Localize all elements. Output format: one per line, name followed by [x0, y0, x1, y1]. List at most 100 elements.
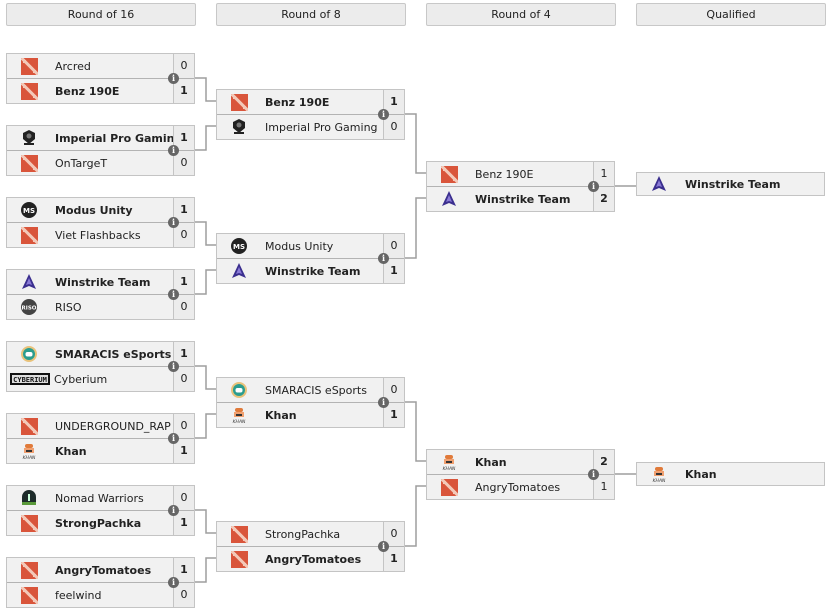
riso-icon: RISO — [17, 297, 41, 317]
dota-icon — [17, 416, 41, 436]
match-info-icon[interactable]: i — [588, 469, 599, 480]
team-score: 0 — [173, 486, 194, 510]
bracket-connector-line — [405, 485, 426, 547]
team-name: Nomad Warriors — [55, 491, 144, 505]
svg-text:CYBERIUM: CYBERIUM — [13, 376, 47, 384]
team-name: Imperial Pro Gaming — [265, 120, 378, 134]
qualified-team-card[interactable]: KHAN Khan — [636, 462, 825, 486]
team-score: 1 — [383, 90, 404, 114]
match-info-icon[interactable]: i — [588, 181, 599, 192]
team-score: 0 — [173, 223, 194, 247]
team-name: Benz 190E — [265, 95, 330, 109]
team-score: 0 — [173, 295, 194, 319]
match-info-icon[interactable]: i — [378, 109, 389, 120]
team-name: SMARACIS eSports — [265, 383, 367, 397]
team-name: Modus Unity — [265, 239, 334, 253]
qualified-team-card[interactable]: Winstrike Team — [636, 172, 825, 196]
team-name: Benz 190E — [475, 167, 534, 181]
team-row[interactable]: Benz 190E 1 — [217, 90, 404, 114]
match-info-icon[interactable]: i — [168, 433, 179, 444]
svg-text:KHAN: KHAN — [443, 466, 456, 471]
match-info-icon[interactable]: i — [168, 577, 179, 588]
bracket-connector-line — [195, 269, 216, 295]
bracket-connector-line — [405, 113, 426, 174]
match-info-icon[interactable]: i — [168, 217, 179, 228]
svg-text:KHAN: KHAN — [653, 478, 666, 483]
team-row[interactable]: AngryTomatoes 1 — [7, 558, 194, 582]
team-name: RISO — [55, 300, 82, 314]
round-header-qualified: Qualified — [636, 3, 826, 26]
match-info-icon[interactable]: i — [168, 361, 179, 372]
dota-icon — [17, 81, 41, 101]
team-row[interactable]: RISO RISO 0 — [7, 294, 194, 319]
match-info-icon[interactable]: i — [168, 289, 179, 300]
team-row[interactable]: SMARACIS eSports 0 — [217, 378, 404, 402]
team-name: StrongPachka — [55, 516, 142, 530]
qualified-team-name: Khan — [685, 467, 717, 481]
team-row[interactable]: Imperial Pro Gaming 0 — [217, 114, 404, 139]
match-info-icon[interactable]: i — [378, 541, 389, 552]
match-info-icon[interactable]: i — [378, 253, 389, 264]
modus-unity-icon: MS — [17, 200, 41, 220]
team-score: 1 — [173, 198, 194, 222]
team-score: 0 — [383, 115, 404, 139]
match-info-icon[interactable]: i — [378, 397, 389, 408]
team-name: AngryTomatoes — [55, 563, 152, 577]
cyberium-icon: CYBERIUM — [10, 369, 50, 389]
team-name: Cyberium — [54, 372, 108, 386]
team-name: Winstrike Team — [265, 264, 361, 278]
team-score: 1 — [173, 558, 194, 582]
team-score: 2 — [593, 187, 614, 211]
team-row[interactable]: Nomad Warriors 0 — [7, 486, 194, 510]
match-info-icon[interactable]: i — [168, 145, 179, 156]
winstrike-icon — [647, 174, 671, 194]
nomad-warriors-icon — [17, 488, 41, 508]
team-name: Winstrike Team — [55, 275, 151, 289]
svg-text:KHAN: KHAN — [23, 455, 36, 460]
dota-icon — [17, 585, 41, 605]
match-info-icon[interactable]: i — [168, 505, 179, 516]
imperial-pro-gaming-icon — [17, 128, 41, 148]
bracket-connector-line — [195, 221, 216, 246]
team-score: 0 — [383, 378, 404, 402]
match-info-icon[interactable]: i — [168, 73, 179, 84]
dota-icon — [437, 164, 461, 184]
